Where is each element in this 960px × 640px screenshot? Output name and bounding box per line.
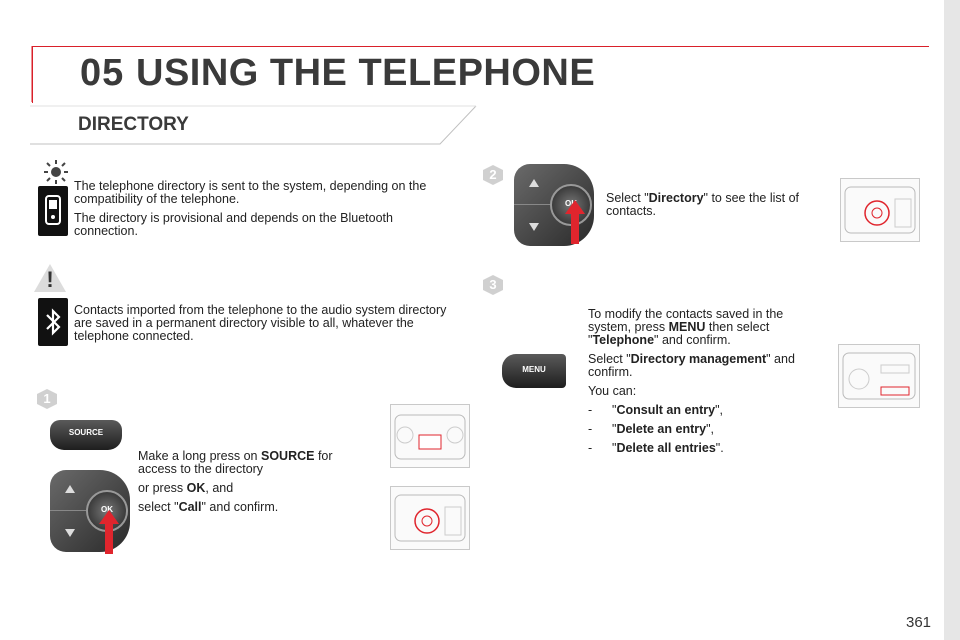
control-panel-illustration-source [390, 404, 470, 468]
control-panel-illustration-directory [840, 178, 920, 242]
step-3-text: To modify the contacts saved in the syst… [588, 308, 808, 461]
press-arrow-icon [565, 200, 585, 244]
svg-text:!: ! [46, 267, 53, 292]
info-text: The telephone directory is sent to the s… [74, 180, 454, 244]
ok-label: OK [101, 505, 113, 514]
section-title: DIRECTORY [78, 114, 189, 135]
control-panel-illustration-menu [838, 344, 920, 408]
option-list: -"Consult an entry", -"Delete an entry",… [588, 404, 808, 455]
info-paragraph-2: The directory is provisional and depends… [74, 211, 393, 238]
step-3-badge [483, 275, 503, 295]
info-sun-icon [44, 160, 68, 184]
source-button: SOURCE [50, 420, 122, 450]
press-arrow-icon [99, 510, 119, 554]
step-1-line-2: or press OK, and [138, 481, 234, 495]
step-1-badge [37, 389, 57, 409]
step-2-badge [483, 165, 503, 185]
step-3-paragraph-1: To modify the contacts saved in the syst… [588, 307, 784, 347]
step-2-number: 2 [489, 167, 497, 182]
step-1-text: Make a long press on SOURCE for access t… [138, 450, 358, 520]
menu-button-label: MENU [522, 365, 546, 374]
step-3-number: 3 [489, 277, 497, 292]
list-item: -"Delete all entries". [588, 441, 724, 455]
warning-icon: ! [34, 264, 66, 292]
section-frame [30, 105, 477, 145]
menu-button: MENU [502, 354, 566, 388]
header-corner [31, 46, 82, 102]
source-button-label: SOURCE [68, 428, 104, 437]
control-panel-illustration-ok [390, 486, 470, 550]
step-1-number: 1 [43, 391, 51, 406]
ok-label: OK [565, 199, 577, 208]
list-item: -"Consult an entry", [588, 403, 723, 417]
list-item: -"Delete an entry", [588, 422, 714, 436]
info-paragraph-1: The telephone directory is sent to the s… [74, 179, 427, 206]
step-3-paragraph-3: You can: [588, 384, 637, 398]
page-number: 361 [906, 614, 932, 631]
up-arrow-icon [529, 179, 539, 187]
telephone-icon [38, 186, 68, 236]
step-1-line-1: Make a long press on SOURCE for access t… [138, 449, 333, 476]
bluetooth-icon [38, 298, 68, 346]
warning-text: Contacts imported from the telephone to … [74, 303, 447, 343]
down-arrow-icon [65, 529, 75, 537]
up-arrow-icon [65, 485, 75, 493]
page-title: USING THE TELEPHONE [136, 52, 596, 94]
chapter-number: 05 [80, 52, 125, 94]
ok-dial-2: OK [514, 164, 594, 246]
step-3-paragraph-2: Select "Directory management" and confir… [588, 352, 795, 379]
down-arrow-icon [529, 223, 539, 231]
step-2-text: Select "Directory" to see the list of co… [606, 191, 800, 218]
step-1-line-3: select "Call" and confirm. [138, 500, 279, 514]
page-edge-bar [944, 0, 960, 640]
